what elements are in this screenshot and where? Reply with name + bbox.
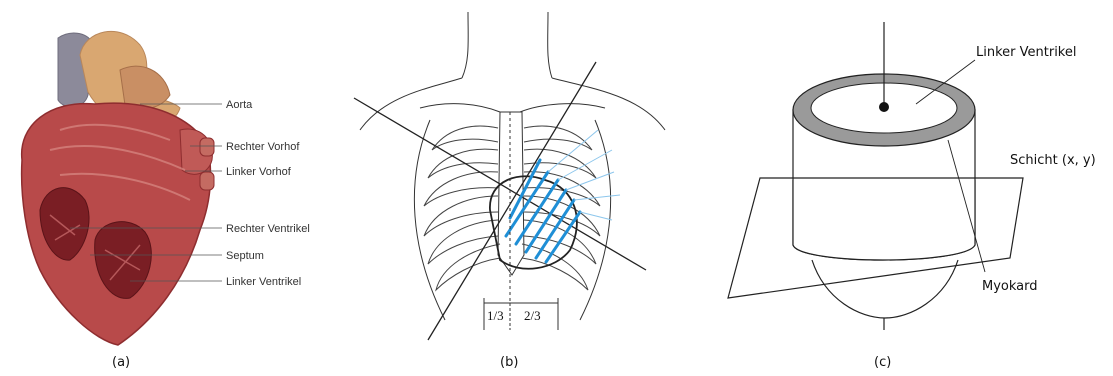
panel-c-schematic xyxy=(728,22,1023,330)
label-left-atrium: Linker Vorhof xyxy=(226,166,292,178)
sternum xyxy=(498,112,524,275)
neck-outline xyxy=(462,12,552,78)
label-left-ventricle-a: Linker Ventrikel xyxy=(226,276,301,288)
label-right-atrium: Rechter Vorhof xyxy=(226,141,300,153)
label-septum: Septum xyxy=(226,250,264,262)
axis-point xyxy=(879,102,889,112)
pulmonary-vein-upper xyxy=(200,138,214,156)
caption-a: (a) xyxy=(112,355,130,370)
label-two-thirds: 2/3 xyxy=(524,308,541,323)
caption-b: (b) xyxy=(500,355,518,370)
label-aorta: Aorta xyxy=(226,99,253,111)
shoulders-outline xyxy=(360,78,665,130)
label-myokard: Myokard xyxy=(982,279,1038,294)
cylinder-lower-edge xyxy=(793,180,975,260)
pulmonary-vein-lower xyxy=(200,172,214,190)
label-slice: Schicht (x, y) xyxy=(1010,153,1096,168)
chest-heart-outline xyxy=(490,176,577,268)
clavicles xyxy=(420,104,605,112)
caption-c: (c) xyxy=(874,355,891,370)
label-right-ventricle: Rechter Ventrikel xyxy=(226,223,310,235)
panel-a-heart-illustration xyxy=(22,31,214,345)
label-left-ventricle-c: Linker Ventrikel xyxy=(976,45,1076,60)
label-one-third: 1/3 xyxy=(487,308,504,323)
ribcage-outline xyxy=(414,120,610,320)
pulmonary-trunk-shape xyxy=(120,66,170,109)
panel-b-torso xyxy=(360,12,665,320)
